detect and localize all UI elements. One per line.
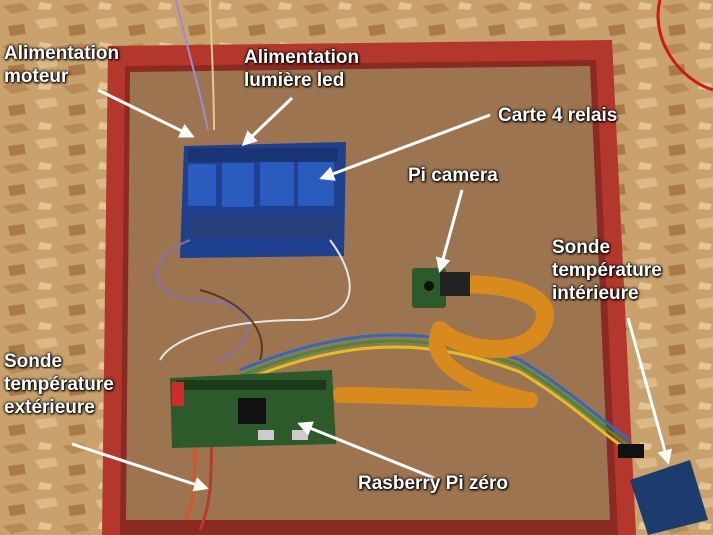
- label-sonde-interieure: Sonde température intérieure: [552, 237, 662, 304]
- label-alimentation-moteur: Alimentation moteur: [4, 43, 120, 87]
- label-sonde-exterieure: Sonde température extérieure: [4, 351, 114, 418]
- interior-sensor: [618, 444, 708, 535]
- label-pi-camera: Pi camera: [408, 165, 498, 186]
- label-alimentation-led: Alimentation lumière led: [244, 47, 360, 91]
- annotation-arrows: [71, 88, 673, 492]
- pi-camera: [412, 268, 470, 308]
- relay-board: [180, 142, 346, 258]
- camera-ribbon: [332, 275, 555, 408]
- label-raspberry-pi-zero: Rasberry Pi zéro: [358, 473, 508, 494]
- label-carte-relais: Carte 4 relais: [498, 105, 618, 126]
- raspberry-pi-zero: [170, 370, 336, 448]
